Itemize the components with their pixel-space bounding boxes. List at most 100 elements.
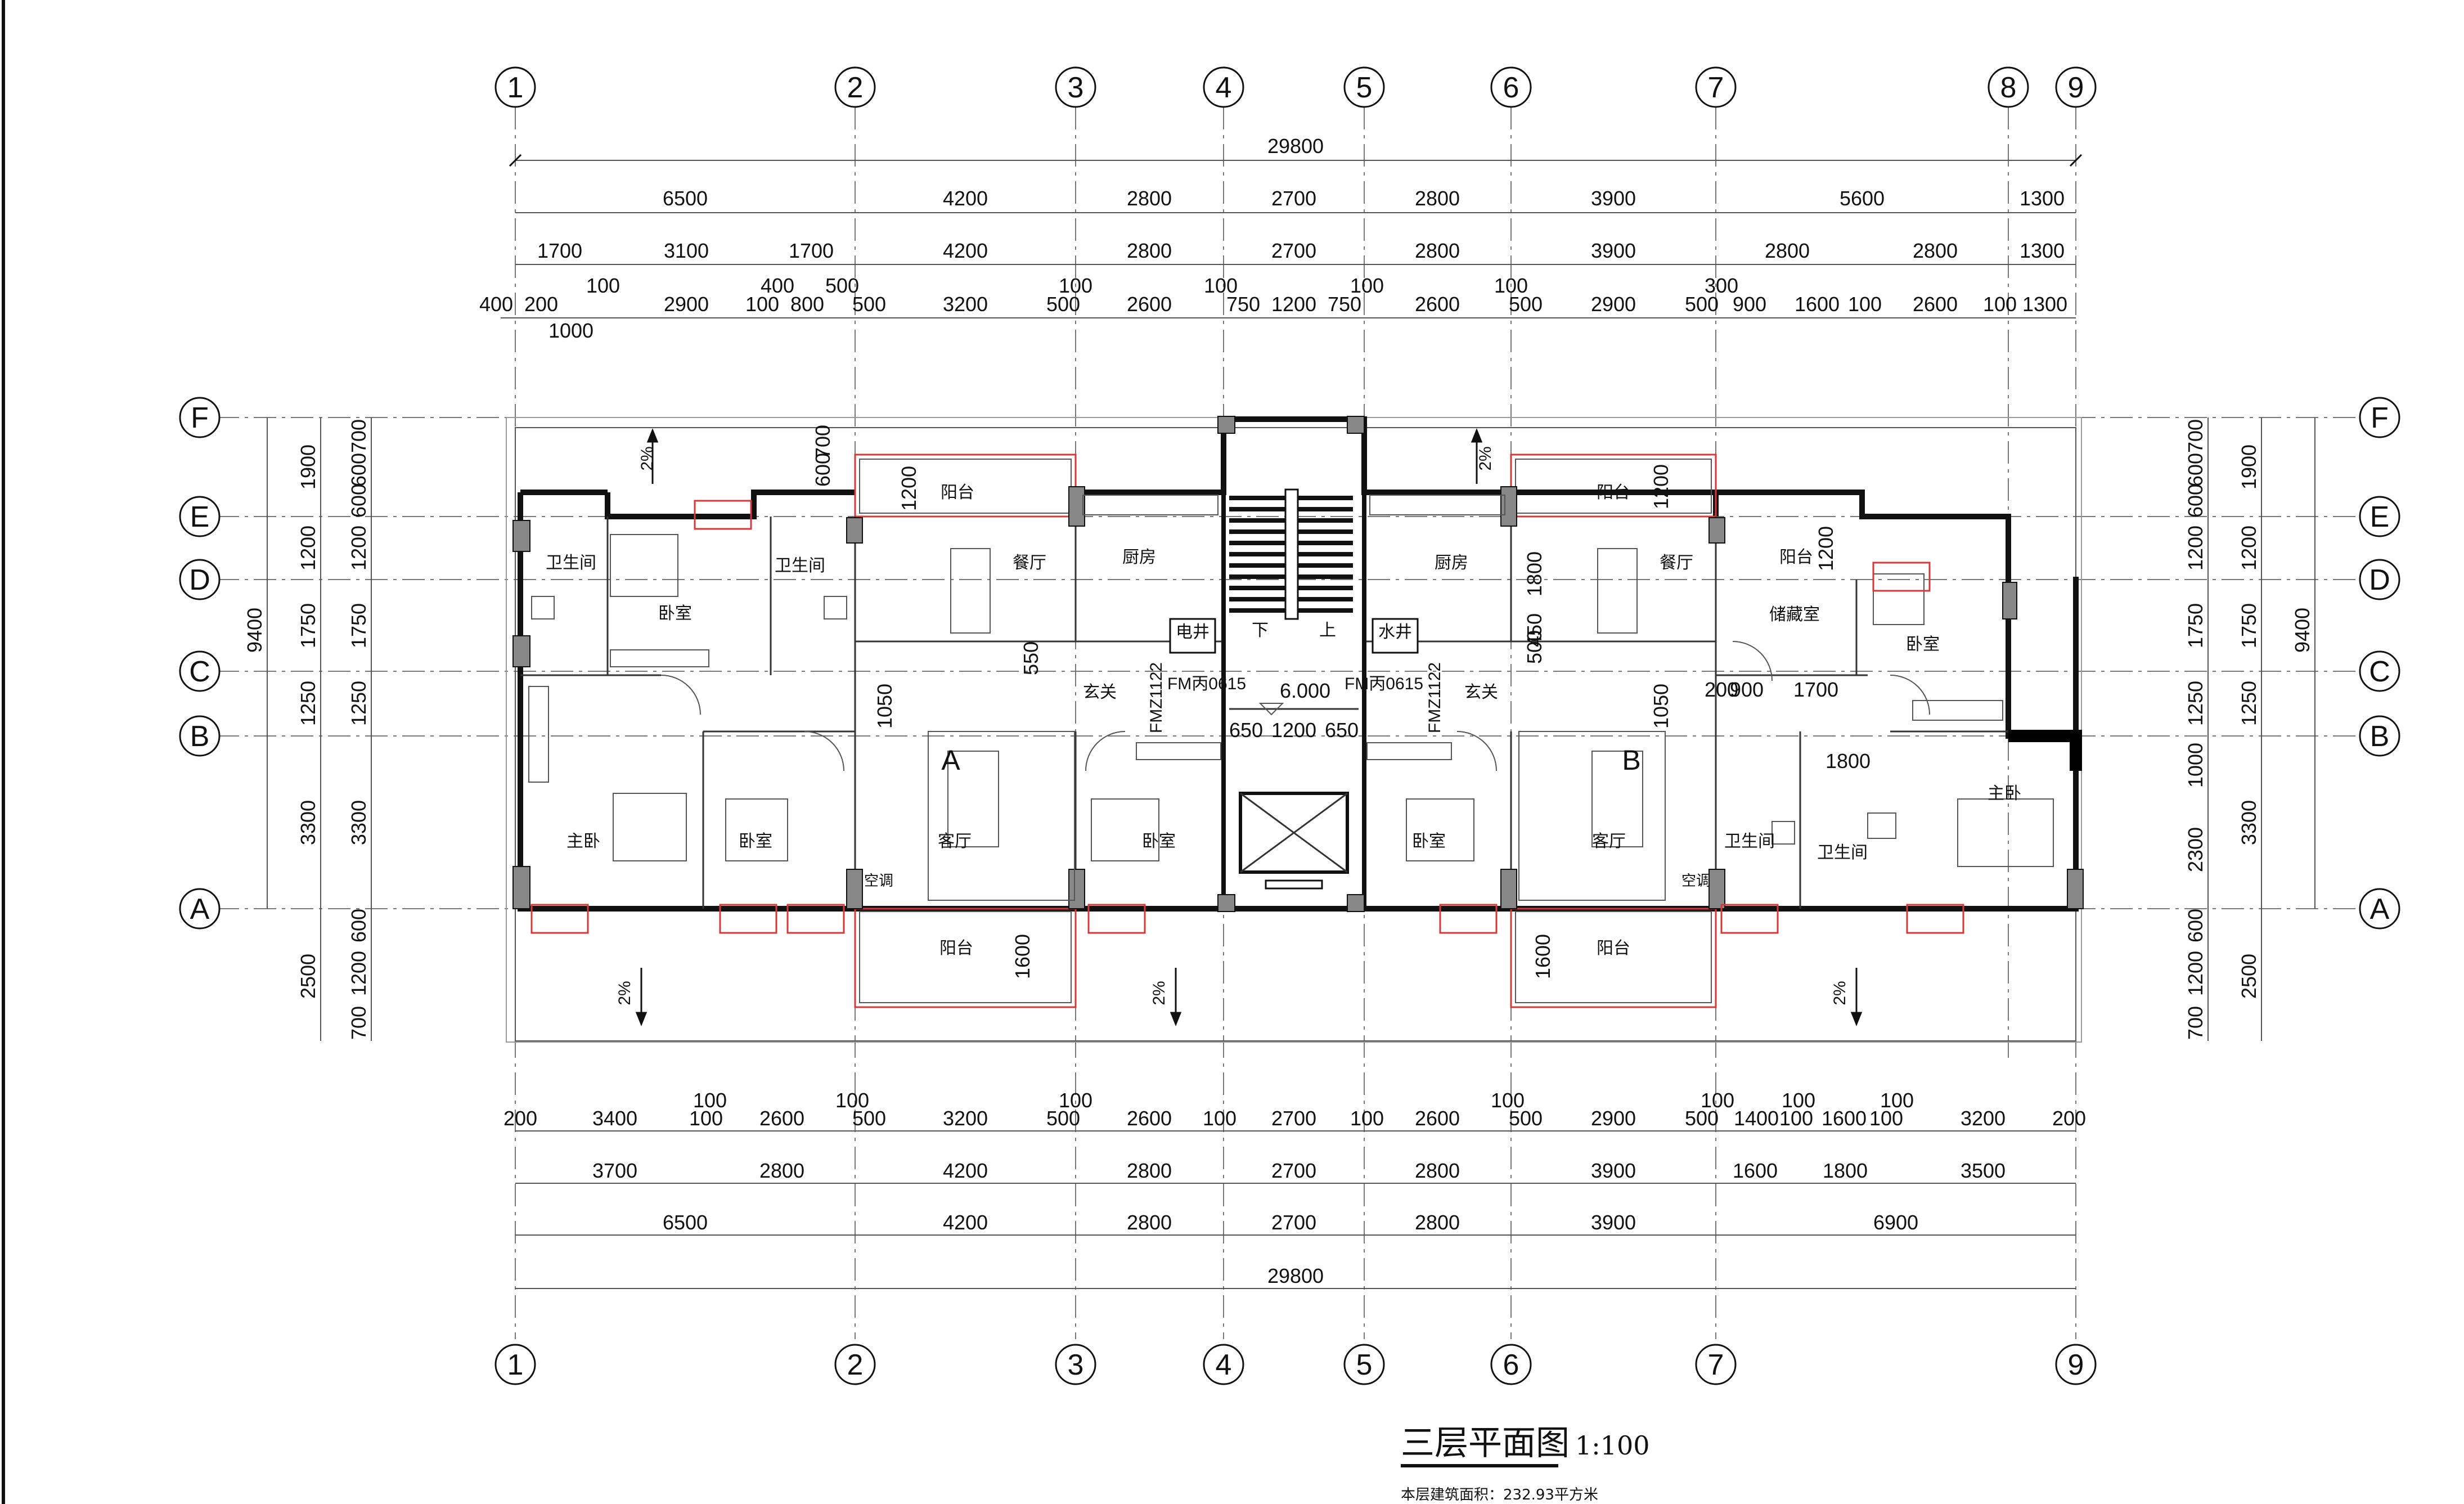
dim-value: 3200 [943, 1107, 988, 1130]
room-label-bathroom: 卫生间 [1817, 843, 1868, 863]
dim-value: 1000 [548, 319, 593, 342]
dimension-lines-right [2207, 417, 2315, 1041]
dim-value: 100 [1779, 1107, 1813, 1130]
dim-value: 3900 [1591, 1211, 1636, 1234]
title-block: 三层平面图 1:100 本层建筑面积：232.93平方米 [1401, 1424, 1650, 1503]
dim-value: 1900 [2237, 445, 2260, 490]
dim-value: 100 [1782, 1089, 1815, 1112]
dim-value: 1250 [296, 681, 320, 726]
room-label-balcony: 阳台 [941, 483, 974, 502]
dim-value: 2900 [1591, 293, 1636, 316]
dim-value: 1200 [1649, 464, 1672, 509]
dim-value: 600 [2184, 484, 2207, 518]
dim-value: 1200 [2184, 526, 2207, 571]
dim-value: 700 [2184, 1006, 2207, 1040]
annotations: 6.000 FM丙0615 FM丙0615 FMZ1122 FMZ1122 12… [811, 425, 1871, 979]
room-label-bedroom: 卧室 [1412, 832, 1446, 851]
level-mark: 6.000 [1280, 679, 1330, 702]
slope-label: 2% [638, 446, 657, 470]
dim-value: 700 [347, 1006, 370, 1040]
dim-value: 2800 [1127, 239, 1172, 262]
dim-value: 500 [825, 274, 859, 297]
dim-value: 2800 [1127, 187, 1172, 210]
axis-label: F [2371, 402, 2389, 434]
room-label-dining: 餐厅 [1013, 553, 1046, 573]
axis-label: 2 [847, 1349, 864, 1381]
dim-value: 750 [1328, 293, 1361, 316]
axis-label: 7 [1708, 71, 1724, 104]
dim-value: 6500 [663, 1211, 708, 1234]
dim-value: 1800 [1823, 1159, 1868, 1182]
dim-value: 2600 [1415, 1107, 1460, 1130]
dim-value: 9400 [243, 608, 266, 653]
axis-label: E [2370, 501, 2390, 533]
dim-value: 500 [1046, 293, 1080, 316]
dim-value: 100 [835, 1089, 869, 1112]
dim-value: 1400 [1734, 1107, 1779, 1130]
dim-value: 1700 [789, 239, 834, 262]
dim-value: 1600 [1795, 293, 1840, 316]
axis-label: 9 [2068, 71, 2084, 104]
door-tag: FMZ1122 [1147, 662, 1166, 733]
dim-value: 2700 [1271, 1159, 1316, 1182]
dim-value: 2900 [1591, 1107, 1636, 1130]
room-label-bedroom: 卧室 [739, 832, 772, 851]
dim-value: 1200 [347, 526, 370, 571]
axis-label: 4 [1216, 1349, 1232, 1381]
room-label-kitchen: 厨房 [1122, 547, 1156, 567]
stair-up-label: 上 [1319, 621, 1336, 640]
room-label-balcony: 阳台 [1779, 547, 1813, 567]
dim-value: 100 [693, 1089, 727, 1112]
dim-value: 1900 [296, 445, 320, 490]
dim-value: 700 [2184, 419, 2207, 453]
dim-value: 700 [811, 425, 834, 459]
dim-value: 2900 [664, 293, 709, 316]
room-label-bedroom: 卧室 [1906, 635, 1940, 654]
room-label-living-room: 客厅 [938, 832, 972, 851]
axis-bubbles-bottom: 1 2 3 4 5 6 7 9 [494, 1344, 2097, 1385]
dim-value: 450 [1523, 613, 1546, 647]
axis-label: F [191, 402, 209, 434]
axis-bubbles-top: 1 2 3 4 5 6 7 8 9 [494, 66, 2097, 108]
dim-value: 100 [689, 1107, 723, 1130]
slope-labels: 2% 2% 2% 2% 2% [615, 446, 1849, 1005]
dim-value: 1200 [897, 466, 920, 511]
dim-value: 29800 [1267, 134, 1324, 158]
axis-label: 6 [1503, 1349, 1519, 1381]
floor-area-note: 本层建筑面积：232.93平方米 [1401, 1487, 1598, 1503]
dimension-lines-top [501, 154, 2083, 318]
axis-bubbles-right: F E D C B A [2359, 397, 2400, 930]
dim-value: 1750 [347, 603, 370, 648]
dim-value: 2700 [1271, 1211, 1316, 1234]
dim-value: 3300 [2237, 800, 2260, 845]
room-label-master-bedroom: 主卧 [566, 832, 600, 851]
unit-label: A [941, 744, 960, 776]
room-label-balcony: 阳台 [1597, 483, 1630, 502]
dim-value: 1800 [1523, 551, 1546, 596]
dim-value: 3100 [664, 239, 709, 262]
dim-value: 500 [852, 293, 886, 316]
dim-value: 3300 [296, 800, 320, 845]
dim-value: 4200 [943, 239, 988, 262]
dim-value: 1600 [1733, 1159, 1778, 1182]
dim-value: 1050 [873, 684, 896, 729]
dim-value: 500 [1509, 293, 1543, 316]
room-label-balcony: 阳台 [939, 939, 973, 958]
dim-value: 6900 [1873, 1211, 1918, 1234]
axis-label: 5 [1356, 1349, 1373, 1381]
dim-value: 2800 [1415, 239, 1460, 262]
slope-label: 2% [615, 981, 634, 1005]
dimension-text-top: 29800 6500 4200 2800 2700 2800 3900 5600… [479, 134, 2067, 342]
room-label-bedroom: 卧室 [658, 604, 692, 623]
dim-value: 200 [503, 1107, 537, 1130]
axis-label: 3 [1068, 1349, 1084, 1381]
dim-value: 2700 [1271, 1107, 1316, 1130]
dim-value: 2800 [1127, 1159, 1172, 1182]
dim-value: 100 [1983, 293, 2017, 316]
dim-value: 2800 [1415, 187, 1460, 210]
dim-value: 2600 [1913, 293, 1958, 316]
stairwell [1169, 488, 1419, 890]
unit-label: B [1622, 744, 1640, 776]
dim-value: 2800 [1913, 239, 1958, 262]
dim-value: 700 [347, 419, 370, 453]
